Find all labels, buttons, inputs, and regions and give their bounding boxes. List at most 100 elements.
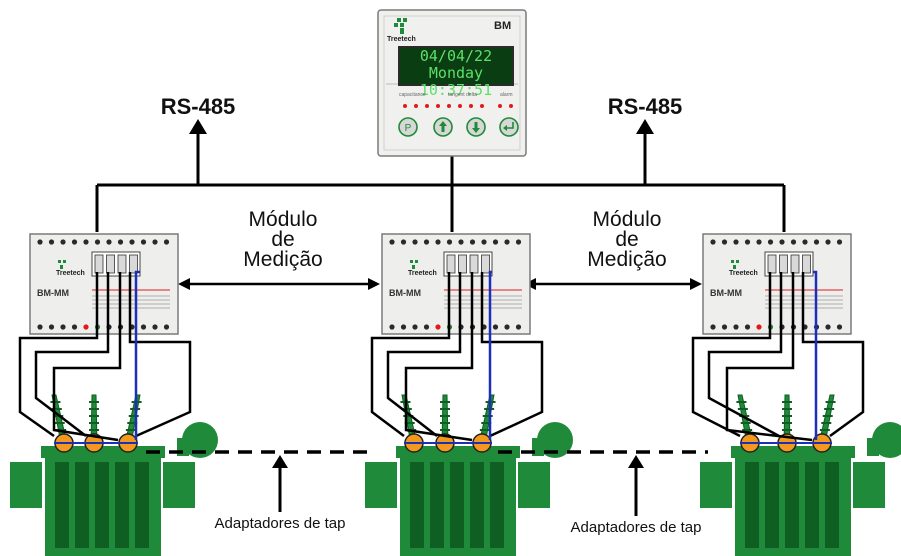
module-label-left-line3: Medição: [243, 248, 323, 271]
terminal-bottom-icon: [721, 324, 728, 330]
terminal-top-icon: [129, 239, 135, 245]
tank-fin: [470, 462, 484, 548]
svg-text:P: P: [405, 123, 412, 134]
terminal-top-icon: [790, 239, 797, 245]
tank-fin: [55, 462, 69, 548]
module-link-arrow-right: [524, 278, 702, 290]
terminal-top-icon: [515, 239, 522, 245]
terminal-top-icon: [446, 239, 453, 245]
signal-wire: [707, 272, 783, 438]
reference-wire-blue: [134, 270, 140, 440]
terminal-bottom-icon: [836, 324, 843, 330]
module-2: [381, 233, 531, 335]
tank-fin: [75, 462, 89, 548]
terminal-bottom-icon: [83, 324, 89, 330]
terminal-top-icon: [504, 239, 510, 245]
terminal-top-icon: [469, 239, 476, 245]
reference-wire-blue: [813, 270, 818, 440]
module-2-case: [381, 233, 531, 335]
signal-wire: [18, 272, 99, 438]
bm-key-p[interactable]: P: [398, 117, 418, 137]
module-label-left: Módulo de Medição: [228, 208, 338, 271]
bm-display-line1: 04/04/22 Monday: [419, 47, 493, 82]
terminal-bottom-icon: [48, 324, 55, 330]
terminal-top-icon: [710, 239, 716, 245]
terminal-top-icon: [744, 239, 751, 245]
terminal-top-icon: [481, 239, 487, 245]
connector-port-icon: [446, 254, 456, 274]
radiator-left: [10, 462, 42, 508]
bm-status-leds: [403, 104, 513, 108]
bm-key-label-tangent: tangent delta: [448, 92, 477, 98]
logo-dot-icon: [736, 260, 739, 263]
terminal-top-icon: [400, 239, 407, 245]
signal-wire: [404, 272, 474, 442]
transformers: [10, 270, 901, 556]
bm-model: BM: [494, 20, 512, 32]
terminal-bottom-icon: [140, 324, 147, 330]
terminal-bottom-icon: [492, 324, 499, 330]
tank-fin: [410, 462, 424, 548]
logo-dot-icon: [60, 265, 63, 269]
signal-wire: [691, 272, 772, 438]
terminal-bottom-icon: [756, 324, 762, 330]
terminal-top-icon: [813, 239, 820, 245]
bm-key-enter[interactable]: [499, 117, 519, 137]
signal-wire: [386, 272, 462, 437]
logo-dot-icon: [733, 265, 736, 269]
module-label-right-line1: Módulo: [592, 208, 662, 231]
signal-wire: [801, 272, 865, 438]
bm-key-up[interactable]: [433, 117, 453, 137]
terminal-top-icon: [767, 239, 774, 245]
terminal-top-icon: [152, 239, 158, 245]
module-label-right-line2: de: [615, 228, 639, 251]
transformer-2: [365, 270, 573, 556]
terminal-top-icon: [733, 239, 739, 245]
signal-wire: [128, 272, 192, 438]
terminal-bottom-icon: [504, 324, 510, 330]
terminal-bottom-icon: [423, 324, 430, 330]
terminal-top-icon: [756, 239, 762, 245]
connector-port-icon: [469, 254, 479, 274]
tank-fin: [765, 462, 779, 548]
conservator-tank-icon: [537, 422, 573, 458]
connector-port-icon: [94, 254, 104, 274]
module-label-right-line3: Medição: [587, 248, 667, 271]
terminal-top-icon: [83, 239, 89, 245]
logo-dot-icon: [63, 260, 66, 263]
connector-port-icon: [790, 254, 800, 274]
logo-dot-icon: [415, 260, 418, 263]
signal-wire: [52, 272, 122, 442]
tank-fin: [805, 462, 819, 548]
bm-display: 04/04/22 Monday 10:37:51: [398, 46, 514, 99]
connector-port-icon: [802, 254, 811, 274]
radiator-right: [853, 462, 885, 508]
logo-dot-icon: [412, 265, 415, 269]
terminal-bottom-icon: [825, 324, 831, 330]
module-label-left-line2: de: [271, 228, 295, 251]
tap-arrow-left: [272, 455, 288, 512]
terminal-bottom-icon: [412, 324, 418, 330]
rs485-label-right: RS-485: [607, 94, 683, 119]
module-label-right: Módulo de Medição: [572, 208, 682, 271]
module-1-model: BM-MM: [37, 288, 69, 298]
logo-dot-icon: [731, 260, 734, 263]
module-3-brand: Treetech: [729, 270, 758, 277]
signal-wire: [480, 272, 544, 438]
bm-display-line2: 10:37:51: [419, 81, 493, 99]
radiator-right: [518, 462, 550, 508]
connector-port-icon: [779, 254, 788, 274]
terminal-bottom-icon: [733, 324, 739, 330]
bm-key-down[interactable]: [466, 117, 486, 137]
terminal-top-icon: [836, 239, 843, 245]
module-label-left-line1: Módulo: [248, 208, 318, 231]
tap-label-right: Adaptadores de tap: [570, 519, 702, 536]
terminal-bottom-icon: [515, 324, 522, 330]
module-link-arrow-left: [178, 278, 380, 290]
tank-fin: [785, 462, 799, 548]
connector-port-icon: [458, 254, 467, 274]
rs485-arrow-left: [189, 119, 207, 134]
terminal-top-icon: [71, 239, 78, 245]
module-1: [29, 233, 179, 335]
tank-fin: [450, 462, 464, 548]
